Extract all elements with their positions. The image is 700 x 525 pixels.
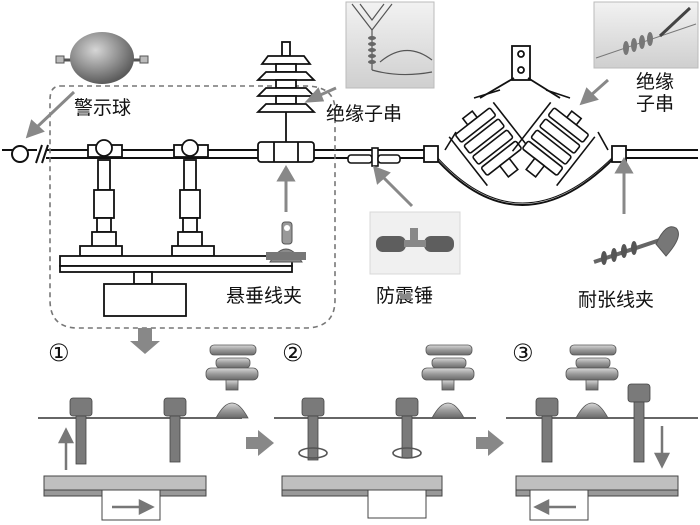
step-arrow-1 — [246, 430, 274, 456]
photo-suspension-clamp — [266, 221, 306, 263]
step-photo-2 — [274, 344, 476, 519]
step-arrow-2 — [476, 430, 504, 456]
step-photo-3 — [506, 344, 698, 521]
insulator-string-left — [448, 101, 533, 187]
photo-tension-insulator — [593, 1, 699, 69]
label-tension-clamp: 耐张线夹 — [578, 289, 655, 311]
step-number-2: ② — [282, 339, 304, 367]
robot-base-rail — [59, 245, 293, 273]
string-rods — [444, 89, 609, 151]
robot-arm-left — [87, 139, 123, 249]
label-suspension-clamp: 悬垂线夹 — [226, 285, 303, 307]
down-arrow — [130, 328, 160, 354]
robot-dashed-outline — [49, 85, 336, 329]
step-number-3: ③ — [512, 339, 534, 367]
suspension-insulator — [255, 41, 317, 142]
photo-tension-clamp — [593, 226, 679, 265]
warning-ball — [55, 32, 149, 84]
suspension-clamp-drawing — [257, 141, 315, 163]
jumper-loop — [429, 151, 621, 206]
photo-insulator-tower — [345, 1, 435, 89]
photo-damper — [369, 211, 461, 275]
label-warning-ball: 警示球 — [74, 97, 132, 119]
tower-plate — [479, 45, 561, 99]
step-photo-1 — [38, 344, 259, 521]
robot-control-box — [103, 271, 187, 317]
step-number-1: ① — [48, 339, 70, 367]
label-insulator-string-right: 绝缘子串 — [636, 71, 675, 115]
line-end-ring — [11, 145, 29, 163]
line-break-mark — [35, 144, 49, 164]
insulator-string-right — [511, 101, 596, 187]
label-insulator-string-left: 绝缘子串 — [326, 103, 403, 125]
jumper-loop-inner — [435, 155, 615, 204]
robot-arm-right — [173, 139, 209, 249]
damper-drawing — [347, 147, 401, 167]
pointer-arrows — [25, 78, 634, 214]
tension-clamp-ends — [423, 145, 627, 163]
label-damper: 防震锤 — [376, 285, 434, 307]
